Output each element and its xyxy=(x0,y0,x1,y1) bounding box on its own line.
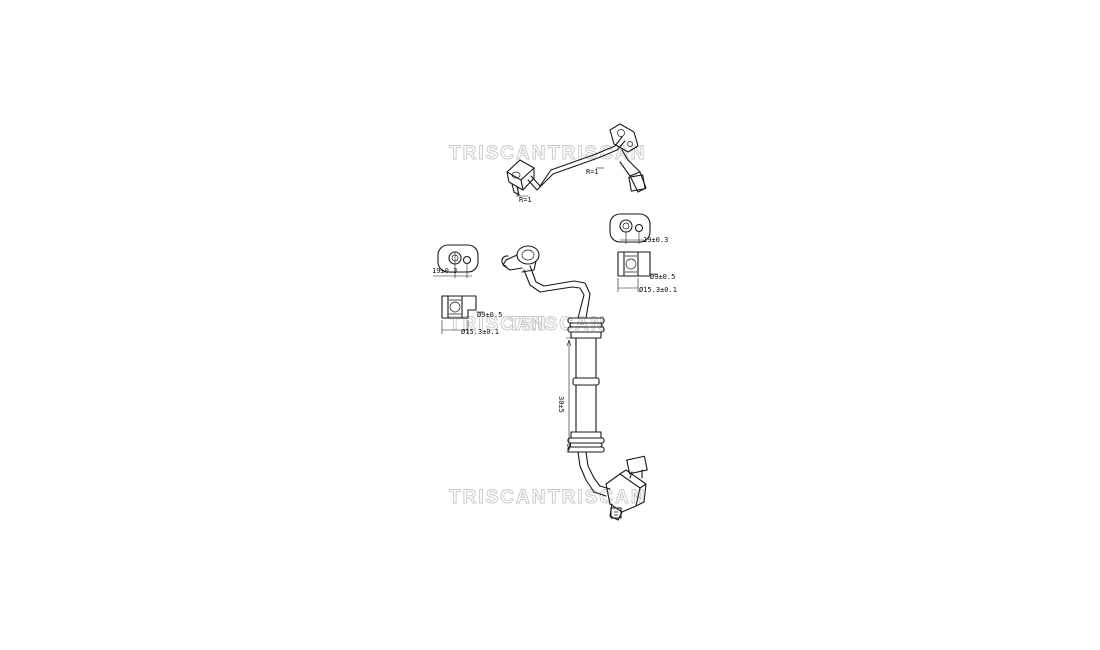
right-bore-label: Ø9±0.5 xyxy=(650,273,675,281)
straight-hose xyxy=(572,337,600,433)
top-dim-label-b: R=1 xyxy=(586,168,599,176)
right-pitch-label: 19±0.3 xyxy=(643,236,668,244)
main-pipe-assembly: 30±5 xyxy=(501,245,648,521)
left-pitch-label: 19±0.3 xyxy=(432,267,457,275)
right-detail-views: 19±0.3 Ø9±0.5 Ø15.3±0.1 xyxy=(609,213,677,294)
left-flange-face: 19±0.3 xyxy=(432,244,479,278)
top-right-fitting xyxy=(609,123,647,193)
pipe-length-label: 30±5 xyxy=(557,396,565,413)
left-detail-views: 19±0.3 Ø9±0.5 Ø15.3±0.1 xyxy=(432,244,502,336)
lower-bent-pipe xyxy=(577,451,611,497)
lower-hose-coupling xyxy=(567,431,605,453)
top-pipe xyxy=(527,136,626,191)
length-dimension: 30±5 xyxy=(557,337,576,453)
upper-fitting xyxy=(501,245,540,273)
upper-bent-pipe xyxy=(523,265,591,319)
left-od-label: Ø15.3±0.1 xyxy=(461,328,499,336)
upper-hose-coupling xyxy=(567,317,605,339)
top-view-dimensions: R=1 R=1 xyxy=(516,167,604,204)
watermark-bottom-left: TRISCAN xyxy=(449,487,547,508)
watermark-top-left: TRISCAN xyxy=(449,143,547,164)
top-view-assembly: R=1 R=1 xyxy=(506,123,647,204)
right-od-label: Ø15.3±0.1 xyxy=(639,286,677,294)
left-bore-label: Ø9±0.5 xyxy=(477,311,502,319)
top-left-fitting xyxy=(506,159,535,196)
watermark-bottom-right: TRISCAN xyxy=(548,487,646,508)
right-flange-side: Ø9±0.5 Ø15.3±0.1 xyxy=(617,251,677,294)
lower-fitting xyxy=(605,455,648,521)
top-dim-label-a: R=1 xyxy=(519,196,532,204)
watermark-mid-right: TRISCAN xyxy=(508,314,606,335)
watermark-group: TRISCAN TRISCAN TRISCAN TRISCAN TRISCAN … xyxy=(449,143,646,509)
watermark-mid-left: TRISCAN xyxy=(449,314,547,335)
right-flange-face: 19±0.3 xyxy=(609,213,668,244)
left-flange-side: Ø9±0.5 Ø15.3±0.1 xyxy=(441,295,502,336)
